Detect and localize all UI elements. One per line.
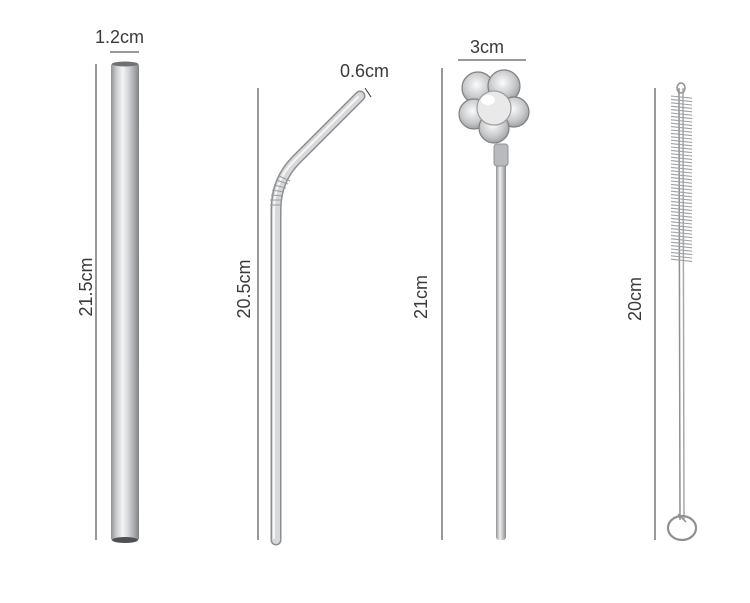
brush-bristle xyxy=(670,98,693,103)
brush-bristle xyxy=(670,241,693,245)
brush-bristle xyxy=(670,160,693,164)
brush-bristle xyxy=(670,248,693,252)
brush-bristle xyxy=(670,231,693,235)
cleaning-brush xyxy=(654,82,698,542)
brush-bristle xyxy=(670,217,693,222)
brush-bristle xyxy=(670,129,693,133)
width-dimension-tick xyxy=(364,87,372,98)
straw-highlight xyxy=(273,96,359,539)
item1-width-label: 1.2cm xyxy=(95,27,145,47)
brush-bristle xyxy=(670,255,693,259)
brush-bristle xyxy=(670,115,693,120)
brush-bristle xyxy=(670,102,693,106)
brush-bristle xyxy=(670,146,693,150)
brush-bristle xyxy=(670,183,693,188)
brush-bristle xyxy=(670,221,693,225)
brush-bristle xyxy=(670,187,693,191)
brush-tip-loop xyxy=(676,82,686,94)
bend-ridges xyxy=(270,175,291,206)
brush-wire-left xyxy=(678,87,681,521)
brush-wire-right xyxy=(682,87,685,521)
brush-bristle xyxy=(670,190,693,194)
brush-bristle xyxy=(670,245,693,249)
brush-bristle xyxy=(670,122,693,126)
brush-bristle xyxy=(670,194,693,198)
brush-bristle xyxy=(670,258,693,262)
straight-wide-straw xyxy=(95,51,139,543)
brush-bristle xyxy=(670,163,693,167)
item4-length-label: 20cm xyxy=(625,277,645,322)
brush-bristle xyxy=(670,132,693,137)
brush-bristle xyxy=(670,214,693,218)
brush-bristle xyxy=(670,204,693,208)
flower-spoon-straw xyxy=(441,59,530,540)
brush-bristle xyxy=(670,149,693,154)
item2-length-label: 20.5cm xyxy=(234,259,254,319)
brush-bristle xyxy=(670,119,693,123)
straw-body xyxy=(496,160,506,540)
item1-length-label: 21.5cm xyxy=(76,257,96,317)
flower-spoon-head xyxy=(458,69,530,144)
brush-bristle xyxy=(670,95,693,99)
brush-bristle xyxy=(670,166,693,171)
bent-straw xyxy=(257,87,372,546)
brush-bristle xyxy=(670,197,693,201)
brush-bristle xyxy=(670,170,693,174)
item2-width-label: 0.6cm xyxy=(340,61,390,81)
brush-bristle xyxy=(670,234,693,239)
brush-bristle xyxy=(670,238,693,242)
brush-bristle xyxy=(670,177,693,181)
brush-handle-twist xyxy=(677,513,687,523)
brush-handle-loop xyxy=(666,514,698,542)
straw-neck xyxy=(493,143,509,167)
brush-bristle xyxy=(670,139,693,143)
brush-bristle xyxy=(670,136,693,140)
brush-bristle xyxy=(670,156,693,160)
brush-bristle xyxy=(670,180,693,184)
straw-body xyxy=(111,63,139,541)
brush-bristle xyxy=(670,228,693,232)
brush-bristle xyxy=(670,153,693,157)
brush-bristle xyxy=(670,109,693,113)
item3-length-label: 21cm xyxy=(411,275,431,320)
brush-bristle xyxy=(670,200,693,205)
brush-bristle xyxy=(670,126,693,130)
brush-bristle xyxy=(670,207,693,211)
brush-bristle xyxy=(670,251,693,256)
brush-bristles xyxy=(670,95,693,262)
straw-body xyxy=(272,92,364,544)
brush-bristle xyxy=(670,112,693,116)
item3-width-label: 3cm xyxy=(470,37,505,57)
brush-bristle xyxy=(670,173,693,177)
brush-bristle xyxy=(670,224,693,228)
brush-bristle xyxy=(670,211,693,215)
straw-bottom-opening xyxy=(112,537,138,543)
brush-bristle xyxy=(670,143,693,147)
brush-bristle xyxy=(670,105,693,109)
straw-top-opening xyxy=(112,61,138,67)
